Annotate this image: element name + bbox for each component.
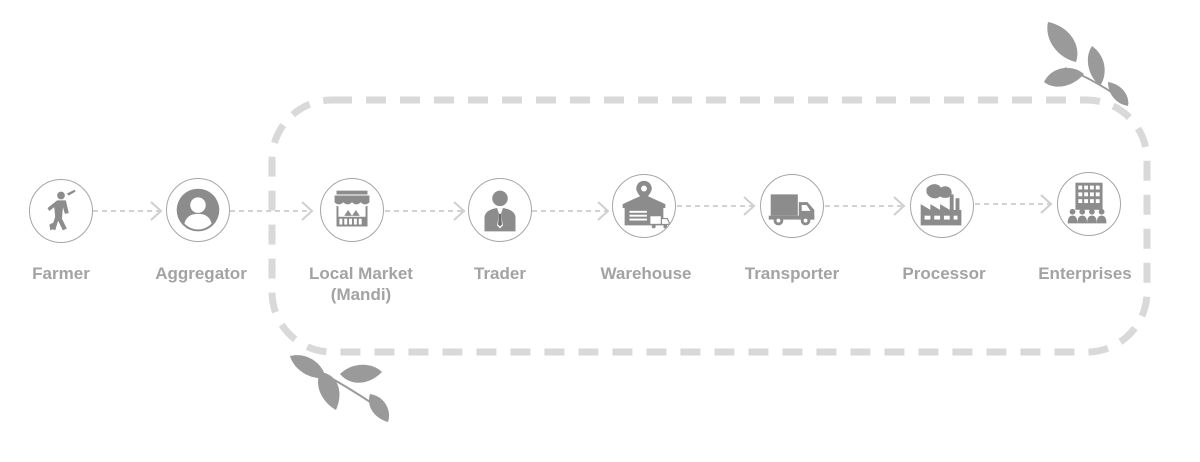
- stage-label-text: Enterprises: [1038, 264, 1132, 283]
- stage-label-text: Farmer: [32, 264, 90, 283]
- stage-label-text: Aggregator: [155, 264, 247, 283]
- stage-label-aggregator: Aggregator: [126, 263, 276, 284]
- connector-farmer-aggregator: [93, 201, 163, 221]
- stage-label-text: Trader: [474, 264, 526, 283]
- truck-icon: [768, 194, 815, 226]
- factory-icon: [920, 184, 962, 226]
- stage-node-local-market: [320, 178, 384, 242]
- connector-trader-warehouse: [532, 201, 610, 221]
- connector-aggregator-market: [230, 201, 314, 221]
- stage-node-farmer: [29, 179, 93, 243]
- stage-label-text: Warehouse: [600, 264, 692, 283]
- connector-warehouse-transporter: [677, 196, 756, 216]
- stage-label-transporter: Transporter: [717, 263, 867, 284]
- stage-node-transporter: [760, 174, 824, 238]
- stage-label-processor: Processor: [869, 263, 1019, 284]
- warehouse-icon: [622, 180, 670, 229]
- businessman-icon: [484, 190, 516, 232]
- stage-node-warehouse: [612, 174, 676, 238]
- stage-label-warehouse: Warehouse: [571, 263, 721, 284]
- farmer-icon: [47, 189, 76, 231]
- leaf-sprig-top-right: [1044, 22, 1129, 106]
- stage-label-text: Processor: [902, 264, 986, 283]
- stage-node-aggregator: [166, 178, 230, 242]
- connector-market-trader: [385, 201, 466, 221]
- stage-label-trader: Trader: [425, 263, 575, 284]
- stage-node-trader: [468, 178, 532, 242]
- stage-label-enterprises: Enterprises: [1010, 263, 1160, 284]
- stage-label-text: Transporter: [744, 264, 840, 283]
- person-avatar-icon: [176, 188, 220, 232]
- stage-node-enterprises: [1057, 172, 1121, 236]
- leaf-sprig-bottom-left: [290, 355, 390, 422]
- stage-label-local-market: Local Market (Mandi): [286, 263, 436, 305]
- connector-processor-enterprises: [975, 194, 1053, 214]
- connector-transporter-processor: [825, 196, 906, 216]
- mandi-enclosure-boundary: [268, 96, 1151, 356]
- office-building-icon: [1067, 182, 1107, 224]
- stage-label-farmer: Farmer: [0, 263, 136, 284]
- market-stall-icon: [334, 190, 370, 227]
- stage-label-text: Local Market: [309, 264, 413, 283]
- stage-sublabel-text: (Mandi): [330, 285, 392, 304]
- stage-node-processor: [910, 174, 974, 238]
